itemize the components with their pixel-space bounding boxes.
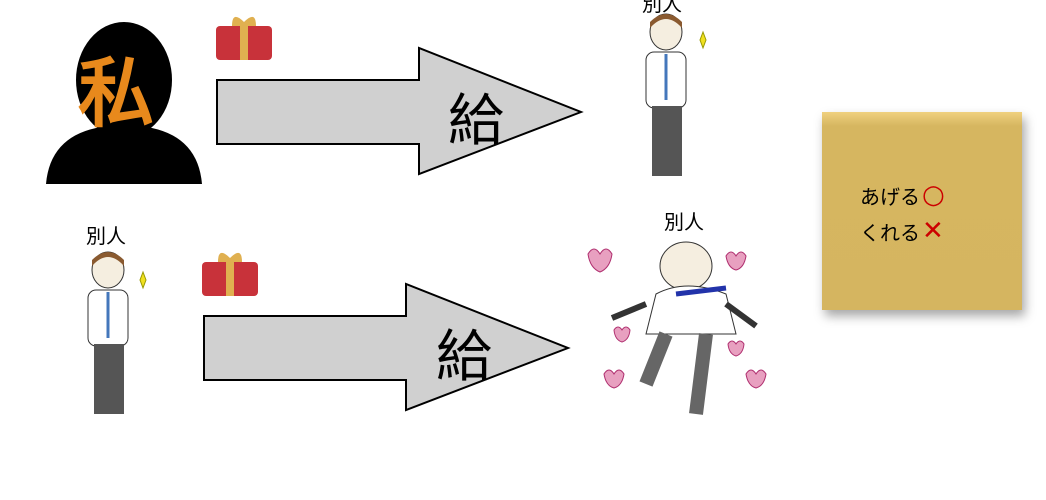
self-character: 私 xyxy=(78,49,154,138)
note-line-kureru: くれる ✕ xyxy=(860,216,944,246)
gift-icon xyxy=(202,252,258,296)
note-text: あげる xyxy=(860,184,920,209)
recipient-label: 別人 xyxy=(642,0,682,16)
circle-icon: ○ xyxy=(922,180,945,210)
businessman-figure xyxy=(645,13,707,176)
happy-man-figure xyxy=(587,241,767,415)
giver-label: 別人 xyxy=(86,224,126,248)
person-silhouette-icon xyxy=(46,22,202,184)
give-arrow xyxy=(203,282,571,412)
businessman-figure xyxy=(87,251,147,414)
give-arrow xyxy=(216,46,584,176)
note-line-ageru: あげる ○ xyxy=(860,180,945,210)
cross-icon: ✕ xyxy=(922,216,944,246)
gift-icon xyxy=(216,16,272,60)
arrow-label: 給 xyxy=(436,325,492,390)
note-text: くれる xyxy=(860,220,920,245)
sticky-note: あげる ○ くれる ✕ xyxy=(822,112,1022,310)
recipient-label: 別人 xyxy=(664,210,704,234)
arrow-label: 給 xyxy=(448,89,504,154)
